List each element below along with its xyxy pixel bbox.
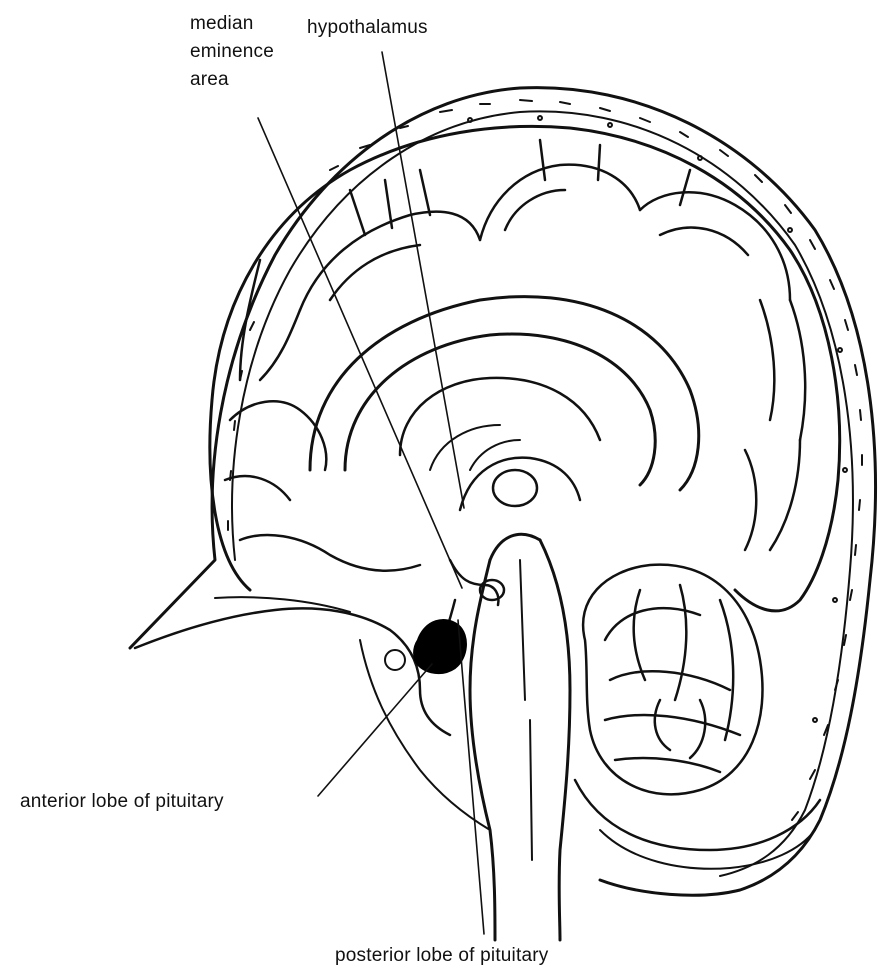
skull-inner: [232, 111, 853, 876]
skull-front: [135, 608, 450, 735]
label-median-eminence-area: median eminence area: [190, 10, 274, 94]
thalamus: [493, 470, 537, 506]
leader-median-eminence: [258, 118, 462, 588]
sinus: [385, 650, 405, 670]
label-posterior-lobe: posterior lobe of pituitary: [335, 942, 548, 970]
cerebellum: [583, 565, 762, 795]
brainstem: [470, 560, 495, 940]
label-anterior-lobe: anterior lobe of pituitary: [20, 788, 224, 816]
skull-texture: [228, 100, 862, 820]
median-eminence-region: [450, 560, 498, 605]
label-line: area: [190, 66, 274, 94]
leader-hypothalamus: [382, 52, 464, 508]
skull-outline: [130, 88, 875, 896]
label-line: eminence: [190, 38, 274, 66]
cerebrum-outline: [210, 126, 840, 611]
leader-anterior-lobe: [318, 664, 432, 796]
label-hypothalamus: hypothalamus: [307, 14, 428, 42]
label-line: median: [190, 10, 274, 38]
